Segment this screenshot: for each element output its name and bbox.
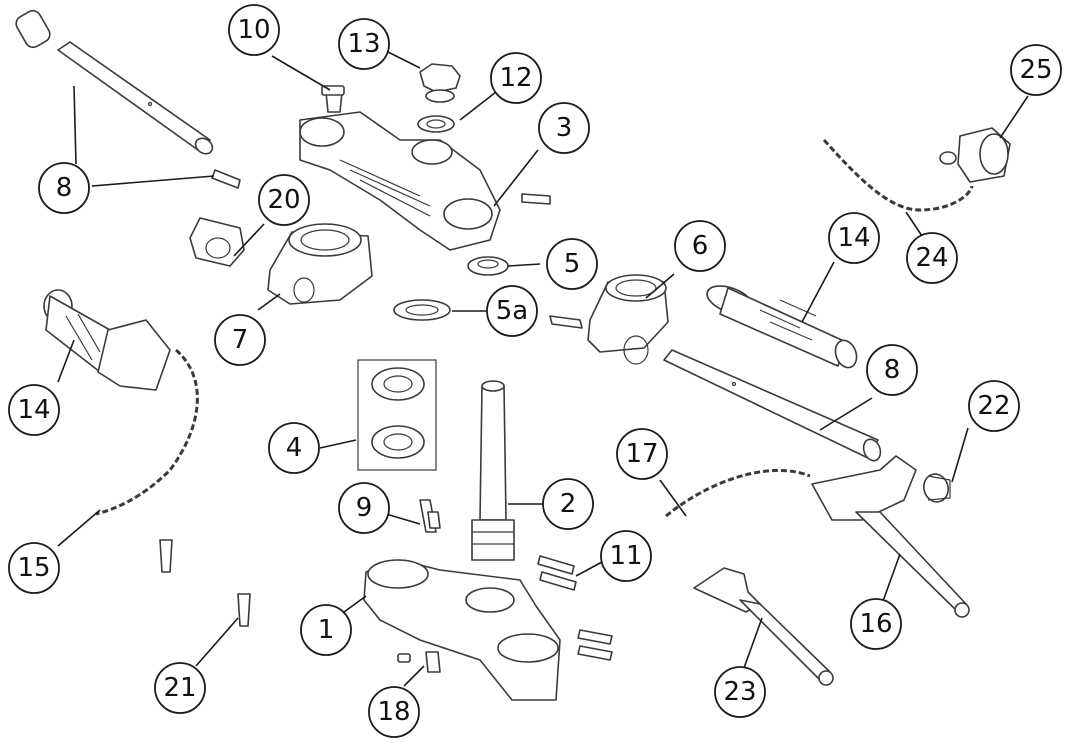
callout-label: 14 [837,223,870,253]
callout: 9 [338,482,390,534]
part-lower-triple-clamp [363,559,561,701]
part-switch-25 [939,127,1011,183]
callout: 20 [258,174,310,226]
callout-label: 1 [318,615,335,645]
callout-label: 8 [56,173,73,203]
part-bearings [357,359,437,471]
callout-label: 16 [859,609,892,639]
callout: 14 [828,212,880,264]
part-bolts-21 [159,539,251,627]
part-handlebar-right [663,349,882,462]
part-switch-cable [822,138,974,212]
callout-label: 5a [496,296,528,326]
part-throttle-cable [95,348,199,516]
part-washer-12 [417,115,455,133]
leader-lines [57,49,1029,687]
callout-label: 21 [163,673,196,703]
callout: 14 [8,384,60,436]
callout: 10 [228,4,280,56]
part-throttle-grip-left [43,289,171,391]
callout-label: 23 [723,677,756,707]
callout: 13 [338,18,390,70]
callout: 5a [486,285,538,337]
callout-label: 8 [884,355,901,385]
callout: 7 [214,314,266,366]
callout: 15 [8,542,60,594]
part-washer-5a [393,299,451,321]
callout: 11 [600,530,652,582]
callout-label: 9 [356,493,373,523]
callout: 8 [38,162,90,214]
callout-label: 11 [609,541,642,571]
callout-label: 14 [17,395,50,425]
callout-label: 5 [564,249,581,279]
part-clamp-20 [189,217,245,267]
part-upper-triple-clamp [299,111,551,251]
callout: 21 [154,662,206,714]
callout: 4 [268,422,320,474]
callout-label: 7 [232,325,249,355]
callout-label: 12 [499,63,532,93]
part-small-18 [397,651,441,673]
part-nut-13 [419,63,461,103]
callout-label: 18 [377,697,410,727]
callout: 2 [542,478,594,530]
part-riser-left [267,223,373,305]
callout-label: 2 [560,489,577,519]
callout: 12 [490,52,542,104]
callout-label: 25 [1019,55,1052,85]
part-handlebar-left [15,9,241,189]
part-bolts-9 [419,499,441,533]
part-clutch-lever [811,455,970,618]
callout-label: 15 [17,553,50,583]
callout-label: 10 [237,15,270,45]
callout: 17 [616,428,668,480]
part-end-cap-22 [923,473,951,503]
part-bolt-10 [321,85,345,113]
callout: 3 [538,102,590,154]
part-clutch-cable [665,468,811,518]
callout-label: 22 [977,391,1010,421]
callout: 25 [1010,44,1062,96]
callout-label: 6 [692,231,709,261]
callout-label: 17 [625,439,658,469]
callout: 24 [906,232,958,284]
callout-label: 24 [915,243,948,273]
callout: 16 [850,598,902,650]
callout: 5 [546,238,598,290]
callout-label: 3 [556,113,573,143]
part-brake-lever [693,567,834,686]
part-steering-stem [471,380,515,561]
callout: 22 [968,380,1020,432]
callout: 1 [300,604,352,656]
callout-label: 4 [286,433,303,463]
callout: 23 [714,666,766,718]
callout-label: 13 [347,29,380,59]
callout: 6 [674,220,726,272]
callout: 18 [368,686,420,738]
part-bolts-11 [537,555,613,661]
callout: 8 [866,344,918,396]
part-grip-right [706,285,858,369]
part-nut-5 [467,256,509,276]
callout-label: 20 [267,185,300,215]
